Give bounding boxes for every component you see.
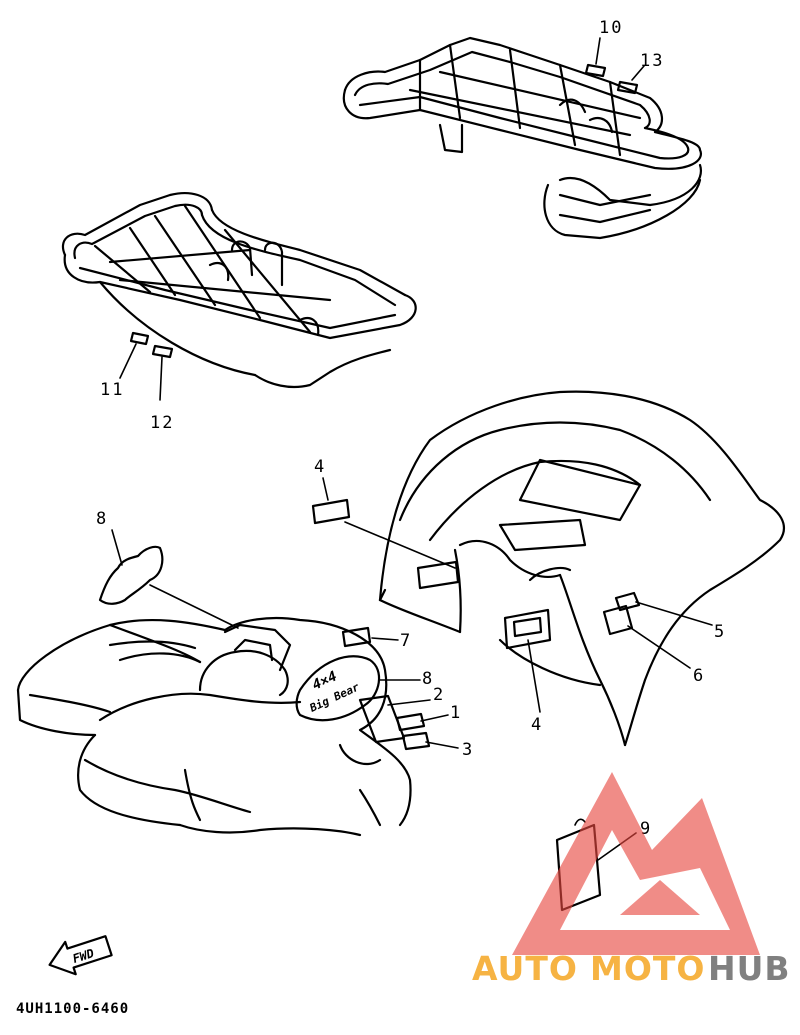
decal-part-10 — [129, 331, 150, 346]
rear-fender — [378, 390, 786, 747]
leader-11 — [159, 356, 163, 401]
decal-4x4-big-bear: 4×4 Big Bear — [307, 668, 362, 715]
watermark-hub: HUB — [708, 949, 791, 988]
callout-1: 1 — [450, 703, 462, 723]
callout-5: 5 — [714, 622, 726, 642]
panel-part-4-lower — [503, 608, 552, 650]
decal-part-11 — [151, 344, 174, 359]
front-fender — [16, 616, 412, 837]
decal-part-4-upper — [311, 498, 351, 525]
callout-8-lower: 8 — [422, 669, 434, 689]
leader-4-upper — [344, 521, 456, 569]
leader-13 — [631, 65, 645, 81]
decal-part-8-upper — [98, 545, 164, 605]
front-carrier — [61, 192, 417, 389]
callout-7: 7 — [400, 631, 412, 651]
callout-10: 11 — [100, 380, 124, 400]
rear-carrier — [342, 36, 703, 240]
leader-7 — [371, 637, 399, 641]
watermark-auto: AUTO — [472, 949, 578, 988]
decal-part-7 — [341, 626, 372, 648]
decal-part-9-tab — [574, 818, 586, 826]
leader-4-label — [322, 477, 329, 501]
callout-3: 3 — [462, 740, 474, 760]
leader-10 — [119, 343, 137, 379]
watermark-logo — [512, 772, 760, 955]
callout-13: 13 — [640, 51, 664, 71]
leader-12 — [595, 37, 601, 65]
callout-4-upper: 4 — [314, 457, 326, 477]
callout-4-lower: 4 — [531, 715, 543, 735]
watermark-moto: MOTO — [590, 949, 705, 988]
fwd-label: FWD — [71, 946, 96, 966]
leader-3 — [425, 741, 459, 749]
callout-9: 9 — [640, 819, 652, 839]
callout-11: 12 — [150, 413, 174, 433]
leader-8-label — [111, 529, 123, 566]
callout-6: 6 — [693, 666, 705, 686]
callout-8-upper: 8 — [96, 509, 108, 529]
leader-4-lower — [527, 639, 541, 713]
leader-1 — [420, 714, 449, 722]
leader-6 — [627, 625, 691, 669]
decal-part-3 — [401, 731, 431, 751]
panel-part-4-fender — [416, 560, 460, 590]
decal-part-1 — [395, 712, 426, 732]
watermark-triangle-icon — [512, 772, 760, 955]
leader-2 — [387, 699, 431, 706]
callout-12: 10 — [599, 18, 623, 38]
fwd-arrow: FWD — [48, 935, 113, 976]
decal-part-5 — [614, 591, 641, 612]
diagram-code: 4UH1100-6460 — [16, 1001, 129, 1017]
decal-part-12 — [584, 63, 607, 78]
decal-part-4-lower — [512, 616, 543, 638]
decal-part-6 — [602, 604, 634, 636]
leader-5 — [635, 601, 713, 626]
decal-part-13 — [616, 80, 639, 95]
watermark-text: AUTO MOTO HUB — [472, 949, 791, 988]
leader-8-upper — [149, 584, 239, 629]
watermark-inner-icon — [620, 880, 700, 915]
callout-2: 2 — [433, 685, 445, 705]
